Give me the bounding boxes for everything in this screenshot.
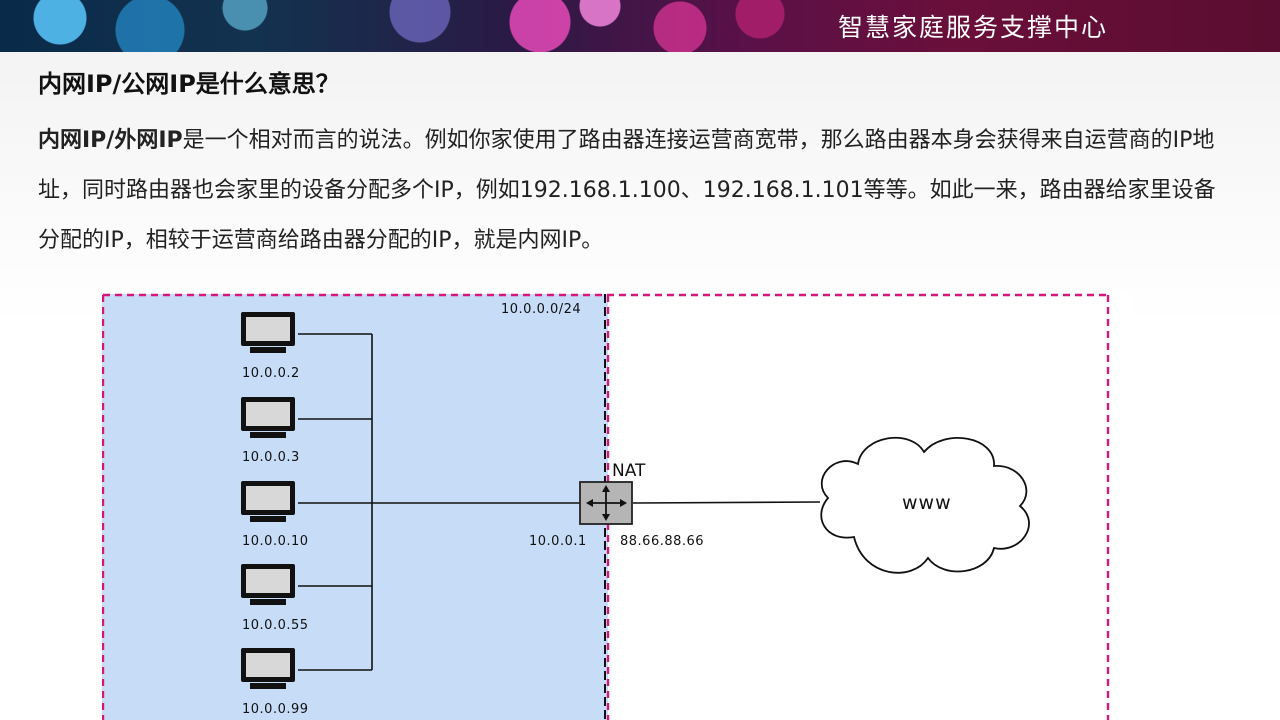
slide-heading: 内网IP/公网IP是什么意思？ [38,70,340,98]
host-ip-5: 10.0.0.99 [242,702,309,717]
host-ip-4: 10.0.0.55 [242,618,309,633]
network-diagram: 10.0.0.0/24 10.0.0.2 10.0.0.3 10.0.0.10 … [102,292,1132,720]
subnet-label: 10.0.0.0/24 [501,302,582,317]
host-ip-3: 10.0.0.10 [242,534,309,549]
desktop-computer-icon [238,310,298,358]
paragraph-lead: 内网IP/外网IP [38,128,183,153]
router-inner-ip: 10.0.0.1 [529,534,587,549]
desktop-computer-icon [238,646,298,694]
nat-label: NAT [612,461,646,481]
desktop-computer-icon [238,479,298,527]
wan-link [632,501,821,504]
slide-paragraph: 内网IP/外网IP是一个相对而言的说法。例如你家使用了路由器连接运营商宽带，那么… [38,116,1228,266]
lan-region [102,294,608,720]
paragraph-body: 是一个相对而言的说法。例如你家使用了路由器连接运营商宽带，那么路由器本身会获得来… [38,128,1216,253]
host-ip-2: 10.0.0.3 [242,450,300,465]
brand-title: 智慧家庭服务支撑中心 [837,13,1108,42]
diagram-lines [102,293,1110,720]
host-ip-1: 10.0.0.2 [242,366,300,381]
desktop-computer-icon [238,562,298,610]
header-banner: 智慧家庭服务支撑中心 [0,0,1280,52]
internet-label: www [902,492,952,514]
cloud-icon [820,437,1030,574]
router-outer-ip: 88.66.88.66 [620,534,705,549]
desktop-computer-icon [238,395,298,443]
router-icon [579,481,633,525]
